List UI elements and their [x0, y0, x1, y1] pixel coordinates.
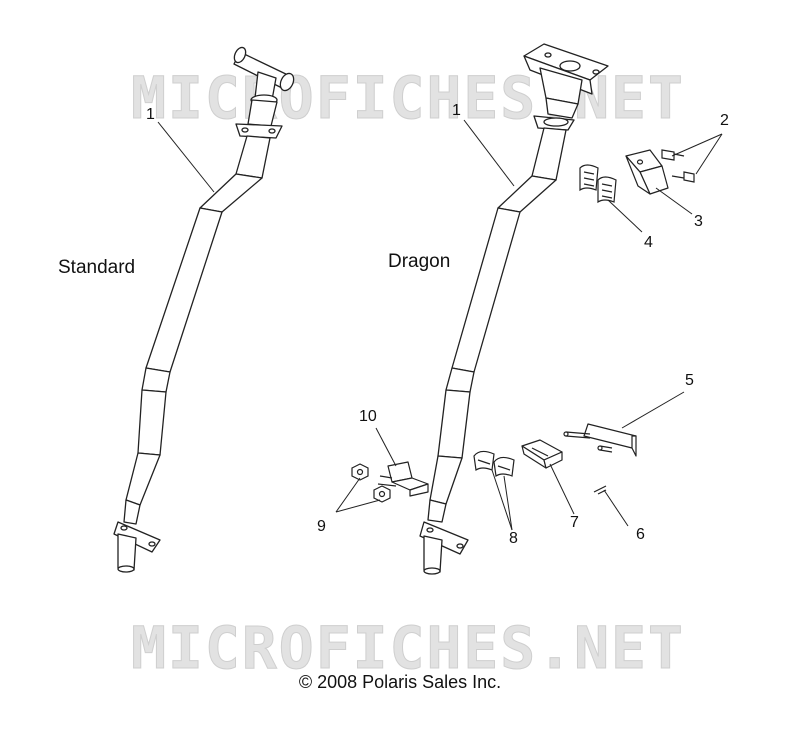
part-8-clamps — [473, 450, 515, 478]
callout-6: 6 — [636, 526, 645, 543]
part-9-nuts — [351, 463, 391, 503]
callout-9: 9 — [317, 518, 326, 535]
dragon-label: Dragon — [388, 251, 451, 272]
leader-lines — [157, 119, 723, 531]
part-5-hinge-plate — [563, 423, 637, 457]
callout-5: 5 — [685, 372, 694, 389]
callout-10: 10 — [359, 408, 377, 425]
part-7-block — [521, 439, 563, 469]
callout-8: 8 — [509, 530, 518, 547]
callout-4: 4 — [644, 234, 653, 251]
callout-7: 7 — [570, 514, 579, 531]
dragon-steering-column — [419, 43, 609, 575]
part-4-clamps — [579, 164, 617, 204]
watermark-bottom: MICROFICHES.NET — [131, 614, 685, 682]
standard-steering-column — [113, 46, 295, 573]
callout-3: 3 — [694, 213, 703, 230]
callout-1-standard: 1 — [146, 106, 155, 123]
callout-1-dragon: 1 — [452, 102, 461, 119]
callout-2: 2 — [720, 112, 729, 129]
watermark-top: MICROFICHES.NET — [131, 64, 685, 132]
copyright-footer: © 2008 Polaris Sales Inc. — [298, 672, 502, 692]
part-3-bracket — [625, 149, 669, 195]
standard-label: Standard — [58, 257, 136, 278]
part-10-bracket — [377, 461, 429, 497]
part-2-bolts — [661, 149, 695, 183]
